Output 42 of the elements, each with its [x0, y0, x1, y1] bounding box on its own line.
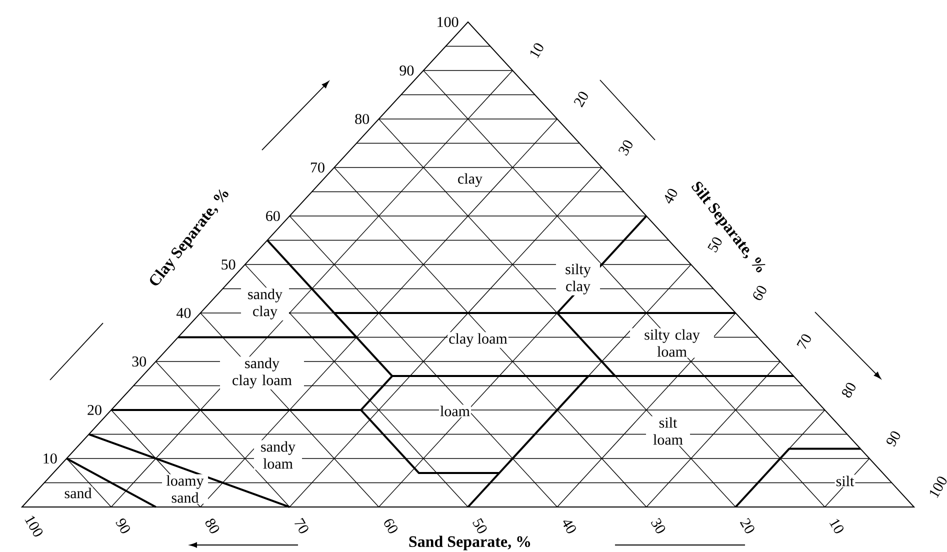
texture-class-label: clay — [456, 172, 484, 188]
texture-class-label: sand — [63, 486, 93, 500]
texture-class-label: loamy sand — [162, 474, 208, 504]
tick-label: 60 — [753, 286, 766, 300]
tick-label: 20 — [88, 404, 102, 416]
texture-class-label: silty clay loam — [630, 328, 714, 358]
texture-class-label: sandy clay loam — [220, 356, 304, 390]
texture-class-label: silt loam — [646, 416, 690, 446]
tick-label: 90 — [886, 431, 900, 447]
tick-label: 80 — [355, 114, 370, 124]
tick-label: 80 — [842, 382, 856, 398]
tick-label: 30 — [132, 356, 146, 367]
tick-label: 50 — [472, 518, 487, 534]
tick-label: 10 — [44, 453, 57, 464]
texture-class-label: silt — [834, 474, 856, 488]
tick-label: 30 — [650, 518, 666, 534]
tick-label: 60 — [266, 210, 280, 222]
tick-label: 90 — [116, 518, 130, 534]
tick-label: 50 — [222, 259, 236, 270]
axis-title: Sand Separate, % — [409, 536, 530, 550]
tick-label: 100 — [24, 516, 43, 536]
texture-class-label: sandy loam — [254, 440, 302, 470]
tick-label: 80 — [206, 518, 220, 534]
tick-label: 10 — [530, 43, 544, 58]
tick-label: 20 — [740, 518, 754, 534]
tick-label: 60 — [384, 519, 398, 534]
tick-label: 40 — [563, 520, 576, 534]
tick-label: 70 — [796, 334, 811, 349]
tick-label: 20 — [574, 92, 588, 108]
texture-class-label: clay loam — [448, 332, 508, 348]
tick-label: 40 — [176, 308, 191, 318]
tick-label: 70 — [294, 518, 308, 534]
texture-class-label: sandy clay — [241, 288, 289, 320]
texture-class-label: loam — [439, 404, 471, 418]
tick-label: 70 — [311, 162, 324, 173]
tick-label: 100 — [930, 476, 947, 498]
tick-label: 90 — [400, 65, 414, 76]
tick-label: 30 — [618, 140, 632, 156]
tick-label: 10 — [829, 519, 844, 534]
texture-class-label: silty clay — [556, 262, 600, 296]
tick-label: 40 — [664, 188, 678, 204]
tick-label: 100 — [438, 16, 458, 28]
